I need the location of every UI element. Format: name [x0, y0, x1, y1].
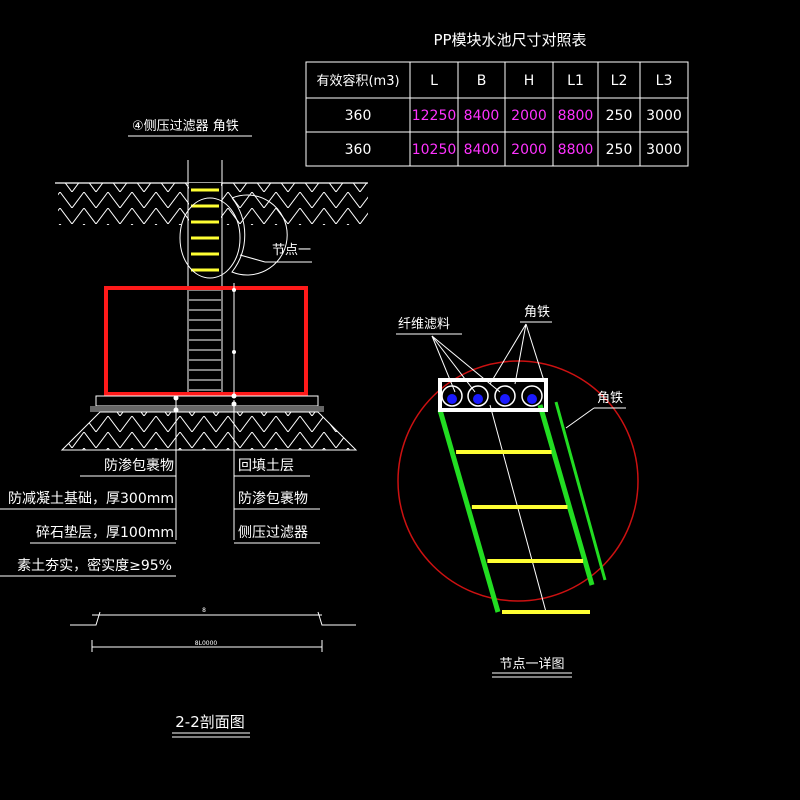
right-callouts: 回填土层 防渗包裹物 侧压过滤器 [234, 458, 320, 544]
table-cell: 3000 [646, 108, 682, 124]
right-label-3: 侧压过滤器 [238, 525, 308, 541]
table-cell: 2000 [511, 142, 547, 158]
table-cell: 8400 [464, 108, 500, 124]
filter-ring [467, 385, 489, 407]
rail-left [437, 409, 501, 613]
filter-ring [521, 385, 543, 407]
leader-dot-1 [173, 395, 179, 401]
detail-rungs [456, 450, 590, 614]
dim-dot-2 [232, 350, 236, 354]
node-one-marker [179, 197, 241, 279]
table-cell: 360 [345, 108, 372, 124]
leader-angle-2 [514, 323, 527, 385]
right-label-2: 防渗包裹物 [238, 491, 308, 507]
leader-dot-3 [231, 393, 237, 399]
table-border [305, 61, 689, 167]
filter-ball [447, 394, 457, 404]
leader-dot-4 [231, 401, 237, 407]
table-header-cell: L1 [567, 73, 584, 89]
section-drawing: 节点一 ④侧压过滤器 角铁 防渗包裹物 防减凝土基础，厚300mm 碎石垫层，厚… [0, 119, 368, 738]
dimension-table: PP模块水池尺寸对照表 有效容积(m3) L B H L1 L2 L3 360 12250 840… [305, 31, 689, 167]
filter-box [438, 378, 548, 412]
table-title: PP模块水池尺寸对照表 [433, 31, 586, 49]
detail-drawing: 纤维滤料 角铁 角铁 节点一详图 [396, 305, 639, 678]
gravel-layer [90, 406, 324, 412]
plan-dim-top-text: 8 [202, 607, 206, 614]
filter-ball [527, 394, 537, 404]
filter-ball [500, 394, 510, 404]
table-cell: 8800 [558, 108, 594, 124]
table-cell: 360 [345, 142, 372, 158]
plan-dimension [70, 611, 356, 652]
table-header-cell: L3 [656, 73, 673, 89]
angle-label-right: 角铁 [597, 391, 623, 406]
dim-end-left [70, 611, 101, 626]
table-header-cell: L [430, 73, 438, 89]
fiber-filter-label: 纤维滤料 [398, 317, 450, 332]
node-one-label: 节点一 [272, 243, 311, 258]
detail-leaders [431, 323, 595, 429]
table-cell: 3000 [646, 142, 682, 158]
rail-right-outer [554, 401, 607, 581]
tank-body [104, 286, 308, 396]
plan-dim-text: 8L0000 [195, 640, 218, 647]
leader-fiber-2 [431, 335, 476, 393]
filter-ball [473, 394, 483, 404]
leader-angle-4 [565, 407, 595, 429]
leader-fiber-1 [431, 335, 456, 393]
table-cell: 12250 [412, 108, 457, 124]
left-label-4: 素土夯实，密实度≥95% [17, 557, 172, 574]
bottom-soil-hatch [60, 411, 358, 451]
detail-title: 节点一详图 [499, 657, 564, 672]
table-grid [305, 61, 689, 167]
angle-label-top: 角铁 [524, 305, 550, 320]
table-cell: 2000 [511, 108, 547, 124]
table-header-cell: B [477, 73, 487, 89]
table-cell: 10250 [412, 142, 457, 158]
table-cell: 8800 [558, 142, 594, 158]
leader-dot-2 [173, 407, 179, 413]
left-label-3: 碎石垫层，厚100mm [36, 525, 174, 541]
left-label-2: 防减凝土基础，厚300mm [8, 490, 174, 507]
right-label-1: 回填土层 [238, 458, 294, 474]
left-label-1: 防渗包裹物 [104, 458, 174, 474]
table-header-cell: L2 [611, 73, 628, 89]
rail-right-inner [537, 404, 595, 586]
node-one-circle [231, 194, 288, 276]
table-cell: 250 [606, 108, 633, 124]
table-cells: 有效容积(m3) L B H L1 L2 L3 360 12250 8400 2000 8800 250… [316, 73, 681, 158]
section-title: 2-2剖面图 [175, 713, 245, 731]
filter-ring [494, 385, 516, 407]
table-cell: 8400 [464, 142, 500, 158]
base-slab [95, 395, 319, 407]
table-header-cell: H [524, 73, 535, 89]
filter-angle-label: ④侧压过滤器 角铁 [132, 119, 239, 134]
table-header-cell: 有效容积(m3) [316, 73, 399, 89]
leader-angle-1 [489, 323, 527, 385]
filter-media [441, 385, 543, 407]
dim-end-right [317, 611, 356, 626]
dim-dot-1 [232, 288, 236, 292]
detail-circle [397, 360, 639, 602]
leader-angle-3 [525, 323, 546, 385]
leader-fiber-3 [431, 335, 501, 393]
table-cell: 250 [606, 142, 633, 158]
left-callouts: 防渗包裹物 防减凝土基础，厚300mm 碎石垫层，厚100mm 素土夯实，密实度… [0, 458, 176, 577]
node-leader [239, 254, 266, 263]
